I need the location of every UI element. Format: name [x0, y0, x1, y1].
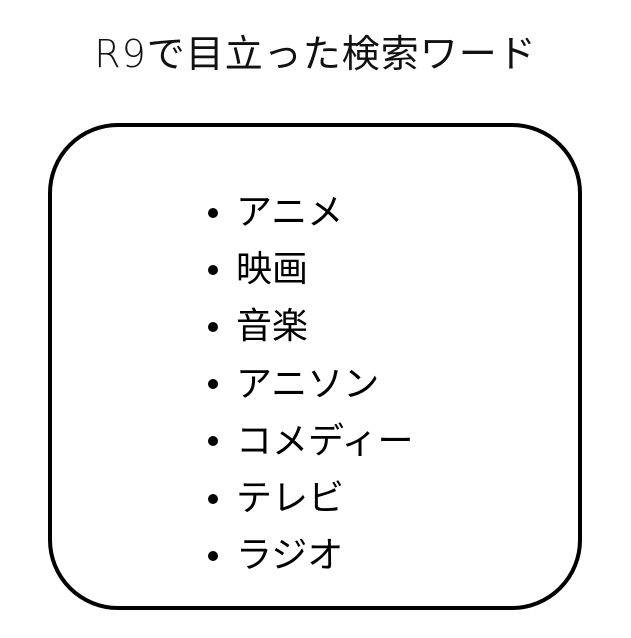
list-item: コメディー [208, 413, 413, 470]
bullet-icon [208, 550, 218, 561]
list-item-label: 映画 [236, 249, 309, 291]
page-title: R9で目立った検索ワード [94, 32, 537, 76]
bullet-icon [208, 207, 218, 218]
bullet-icon [208, 436, 218, 447]
list-item-label: アニソン [236, 363, 380, 405]
list-item-label: テレビ [236, 478, 345, 520]
list-item-label: 音楽 [236, 306, 309, 348]
bullet-icon [208, 264, 218, 275]
list-item: 音楽 [208, 298, 413, 355]
list-item-label: アニメ [236, 192, 344, 234]
list-item: アニソン [208, 356, 413, 413]
bullet-icon [208, 493, 218, 504]
list-item-label: ラジオ [236, 535, 344, 577]
list-item: アニメ [208, 184, 413, 241]
list-item: ラジオ [208, 527, 413, 584]
bullet-icon [208, 379, 218, 390]
list-item: テレビ [208, 470, 413, 527]
keyword-box: アニメ 映画 音楽 アニソン コメディー テレビ ラジオ [48, 123, 582, 610]
bullet-icon [208, 321, 218, 332]
list-item: 映画 [208, 241, 413, 298]
keyword-list: アニメ 映画 音楽 アニソン コメディー テレビ ラジオ [208, 184, 413, 584]
list-item-label: コメディー [236, 420, 414, 462]
